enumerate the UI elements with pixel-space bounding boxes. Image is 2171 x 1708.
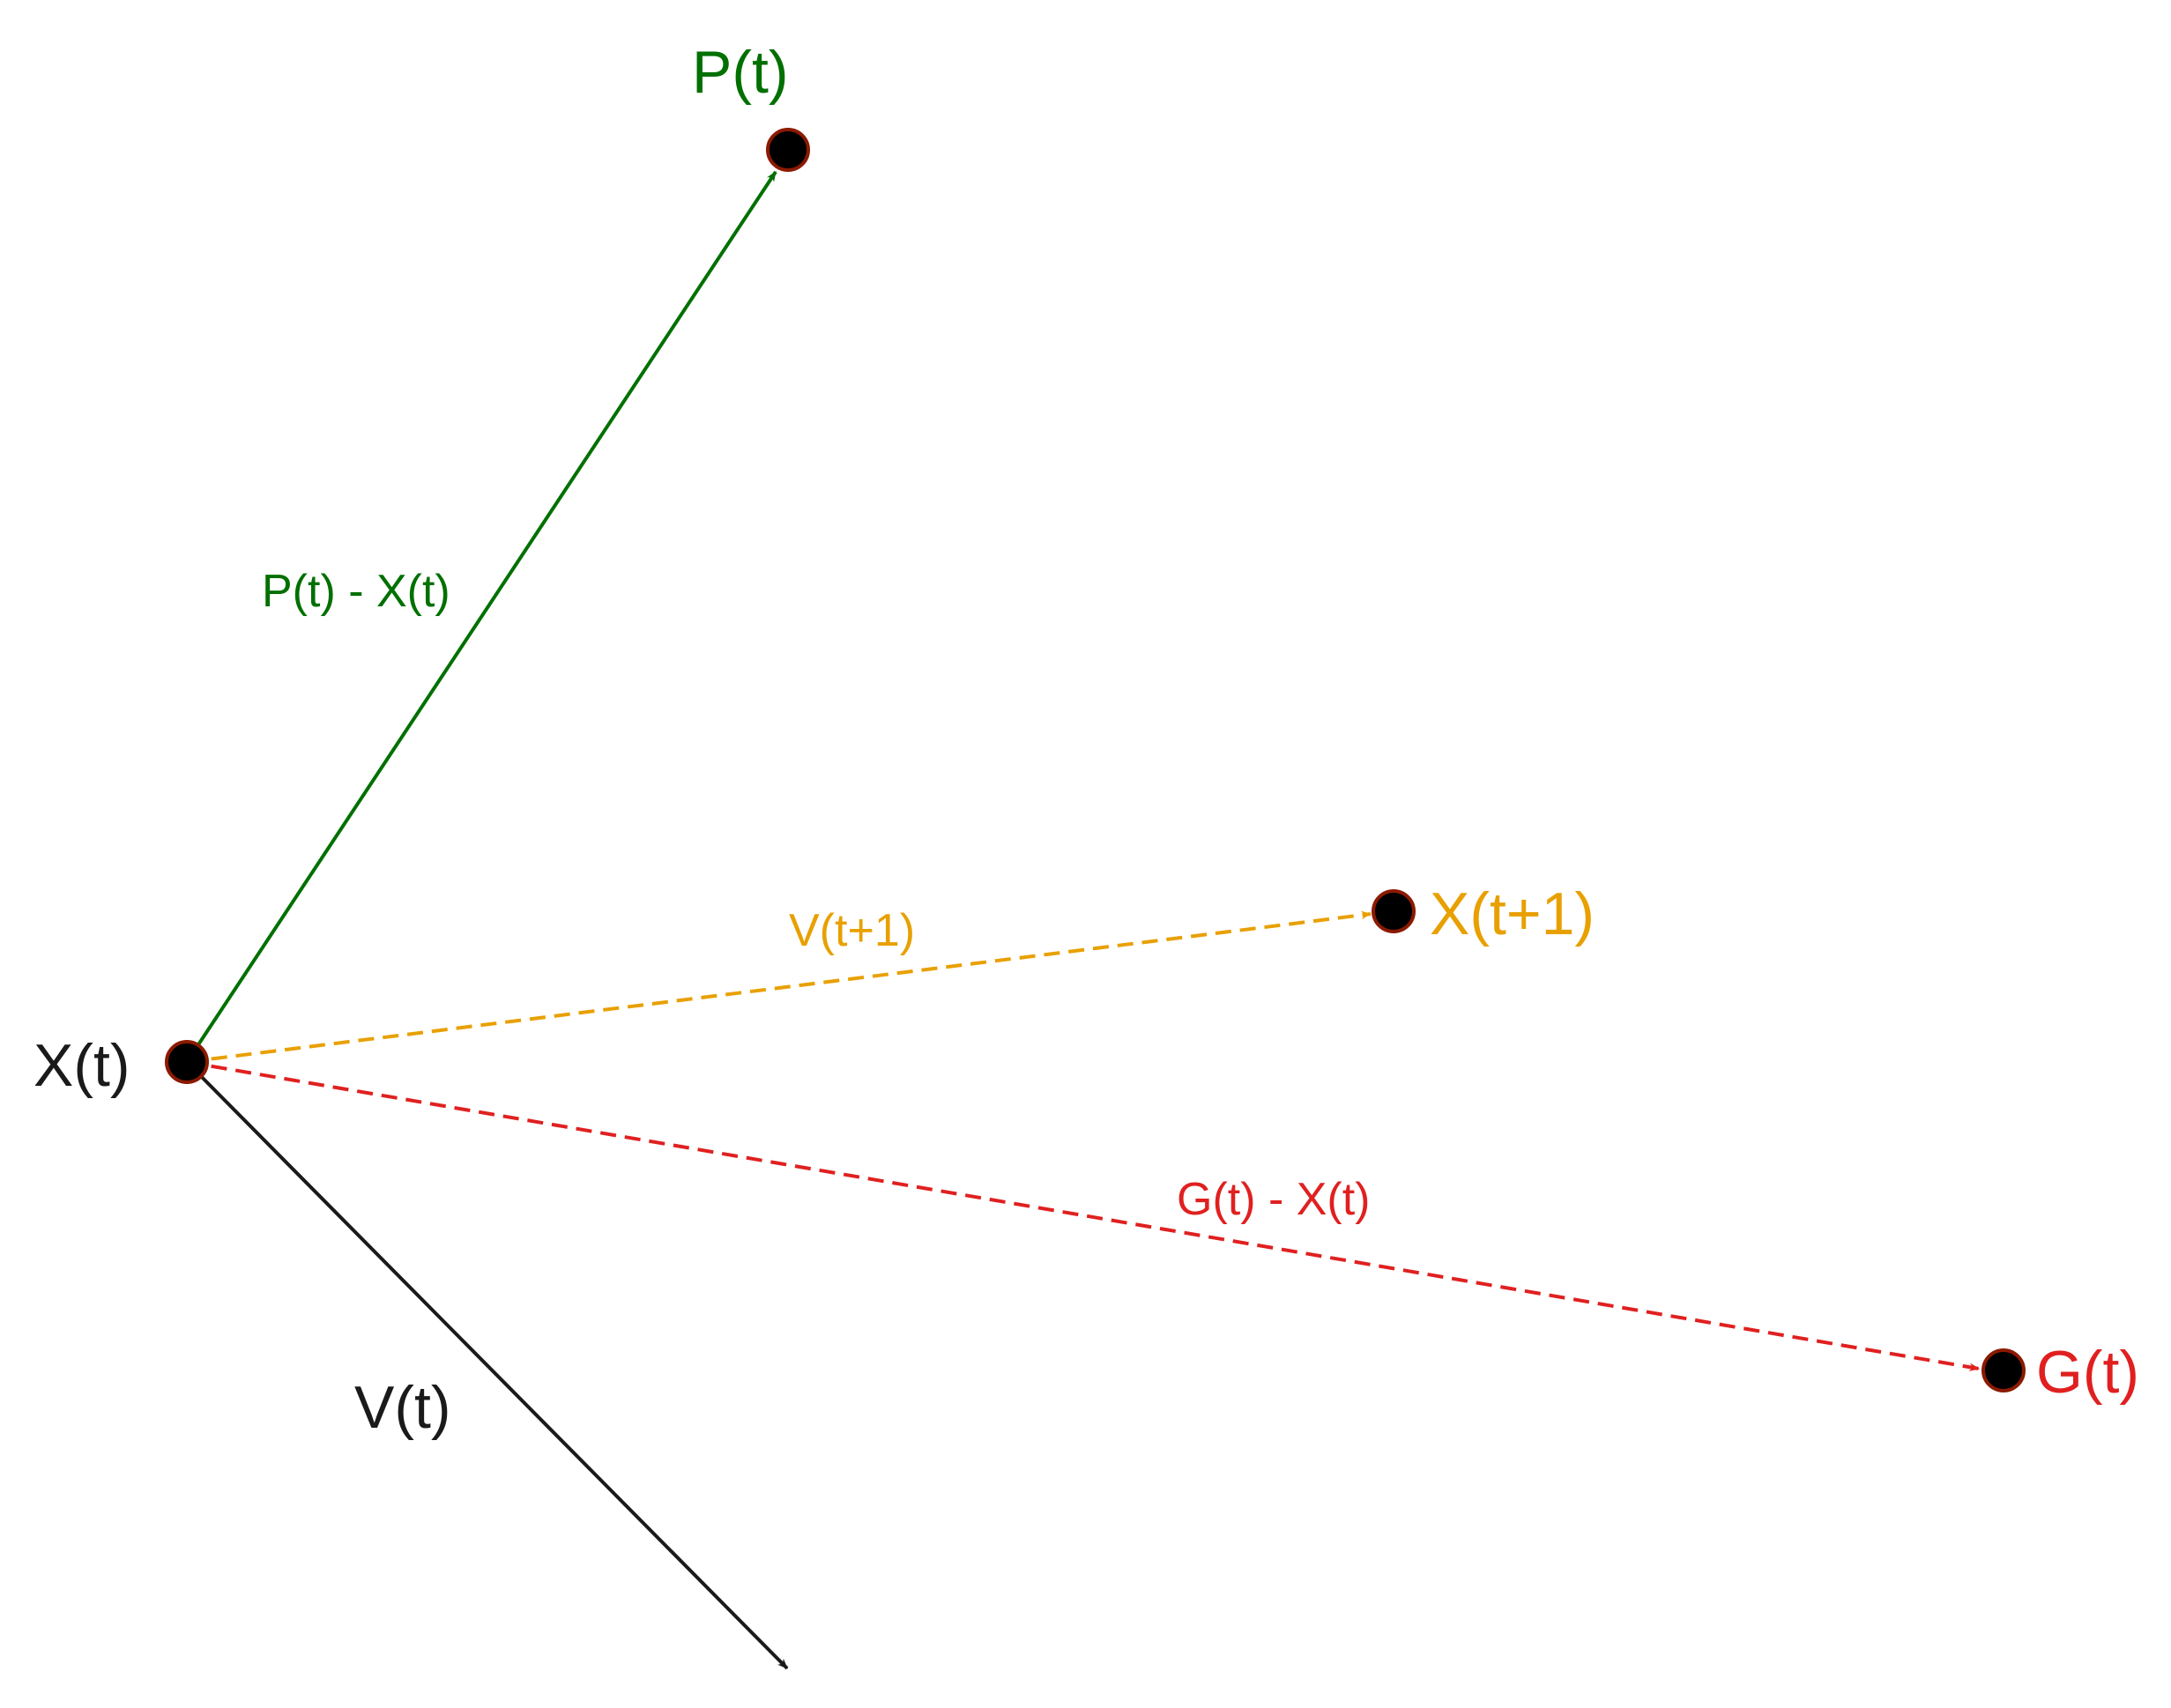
label-global-vector: G(t) - X(t)	[1177, 1174, 1371, 1225]
point-p-t	[766, 128, 810, 172]
label-g-t: G(t)	[2036, 1339, 2139, 1406]
vector-velocity-arrow	[185, 1060, 789, 1670]
vector-personal-best-arrow	[185, 170, 777, 1064]
vector-new-velocity-arrow	[186, 910, 1372, 1064]
label-personal-vector: P(t) - X(t)	[262, 566, 450, 617]
point-x-t	[165, 1040, 209, 1084]
point-x-t1	[1372, 889, 1416, 933]
label-x-t1: X(t+1)	[1430, 880, 1595, 947]
label-velocity-vector: V(t)	[354, 1374, 451, 1441]
label-new-velocity-vector: V(t+1)	[789, 905, 915, 956]
label-p-t: P(t)	[692, 39, 789, 106]
vector-global-best-arrow	[186, 1060, 1981, 1371]
label-x-t: X(t)	[33, 1032, 130, 1099]
point-g-t	[1981, 1348, 2026, 1392]
